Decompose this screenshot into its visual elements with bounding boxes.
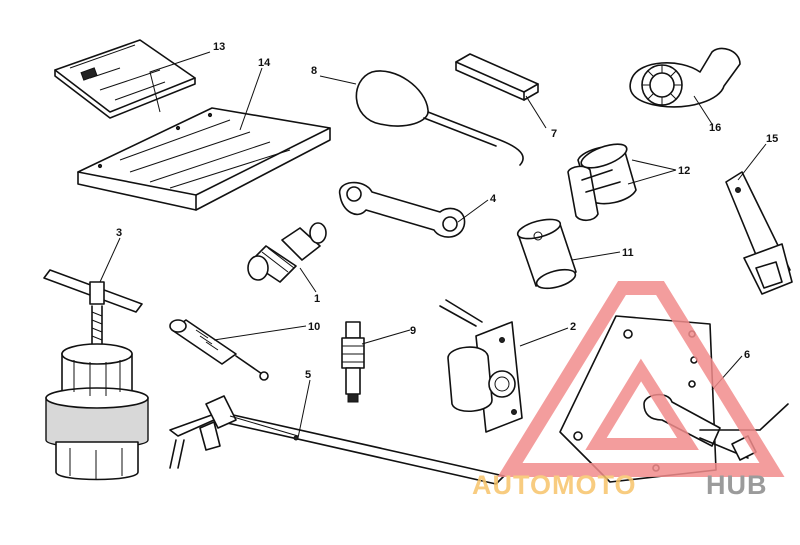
item-2-bracket — [439, 299, 523, 433]
watermark-triangle-inner — [585, 358, 699, 450]
item-4-ring-wrench — [339, 181, 466, 238]
callout-8: 8 — [311, 65, 317, 77]
item-3-puller — [43, 269, 149, 481]
item-11-sleeve — [516, 218, 577, 290]
watermark-text-automoto: AUTOMOTO — [472, 470, 637, 500]
callout-6: 6 — [744, 349, 750, 361]
item-12-sleeves — [567, 143, 637, 222]
item-5-rod-tool — [169, 395, 505, 485]
callout-7: 7 — [551, 128, 557, 140]
callout-5: 5 — [305, 369, 311, 381]
item-1-fitting — [247, 222, 327, 283]
item-14-board — [77, 107, 331, 211]
item-9-valve — [341, 321, 365, 403]
watermark-triangle-outer — [497, 281, 785, 477]
callout-10: 10 — [308, 321, 320, 333]
callout-13: 13 — [213, 41, 225, 53]
item-8-cable-loop — [355, 70, 524, 166]
item-13-manual — [54, 39, 196, 119]
callout-16: 16 — [709, 122, 721, 134]
callout-2: 2 — [570, 321, 576, 333]
callout-4: 4 — [490, 193, 497, 205]
watermark-logo: AUTOMOTO HUB — [472, 281, 785, 500]
callout-3: 3 — [116, 227, 122, 239]
callout-9: 9 — [410, 325, 416, 337]
leader-lines — [99, 51, 767, 439]
item-16-gear-wrench — [629, 47, 741, 108]
item-7-bar — [455, 53, 539, 101]
watermark-text-hub: HUB — [706, 470, 768, 500]
callout-1: 1 — [314, 293, 320, 305]
item-15-box-spanner — [725, 171, 793, 295]
callout-14: 14 — [258, 57, 271, 69]
item-10-tester — [169, 319, 269, 381]
callout-12: 12 — [678, 165, 690, 177]
callout-11: 11 — [622, 247, 634, 259]
callout-15: 15 — [766, 133, 778, 145]
